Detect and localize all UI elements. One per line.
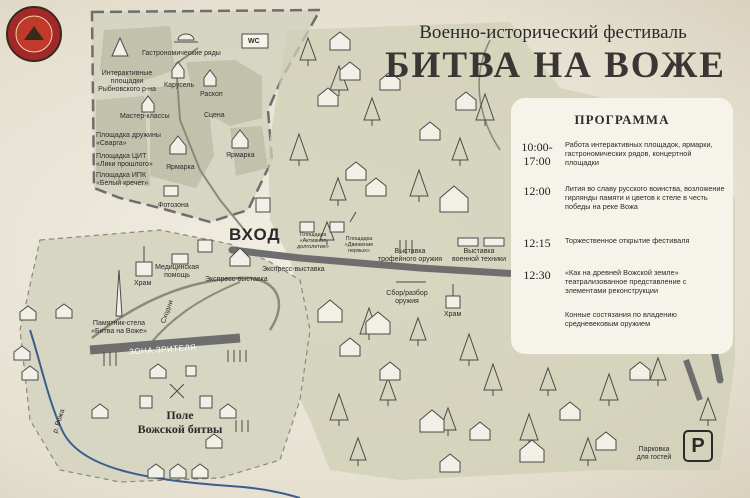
church-icon bbox=[445, 284, 461, 309]
knight-icon bbox=[139, 365, 213, 409]
temple-label: Храм bbox=[134, 280, 152, 287]
active-longevity-label: Площадка «Активное долголетие» bbox=[297, 232, 329, 250]
house-icon bbox=[13, 31, 651, 479]
fence-icon bbox=[103, 350, 249, 432]
druzhina-label: Площадка дружины «Сварга» bbox=[96, 132, 161, 147]
event-time: 10:00- 17:00 bbox=[521, 140, 553, 168]
stele-label: Памятник-стела «Битва на Воже» bbox=[91, 320, 147, 335]
tent-icon bbox=[231, 129, 249, 149]
crossed-swords-icon bbox=[169, 383, 185, 399]
cloche-icon bbox=[174, 33, 198, 43]
trophy-exhibit-label: Выставка трофейного оружия bbox=[377, 248, 443, 263]
fair-label: Ярмарка bbox=[226, 152, 255, 159]
movement-label: Площадка «Движение первых» bbox=[344, 236, 374, 254]
event-time: 12:00 bbox=[523, 184, 551, 198]
weapon-assembly-label: Сбор/разбор оружия bbox=[386, 290, 428, 305]
tent-icon bbox=[111, 36, 129, 57]
festival-title: БИТВА НА ВОЖЕ bbox=[385, 45, 726, 86]
program-heading: ПРОГРАММА bbox=[574, 112, 670, 127]
interactive-label: Интерактивные площадки Рыбновского р-на bbox=[98, 70, 156, 93]
event-description: Конные состязания по владению средневеко… bbox=[565, 310, 677, 328]
event-time: 12:15 bbox=[523, 236, 551, 250]
military-exhibit-label: Выставка военной техники bbox=[451, 248, 507, 263]
medical-label: Медицинская помощь bbox=[155, 264, 199, 279]
festival-logo-icon bbox=[6, 6, 62, 62]
parking-icon: P bbox=[683, 430, 713, 462]
masterclass-label: Мастер-классы bbox=[120, 113, 170, 120]
people-icon bbox=[299, 221, 345, 233]
tent-icon bbox=[229, 247, 251, 267]
parking-label: Парковка для гостей bbox=[636, 446, 672, 461]
tent-icon bbox=[141, 95, 155, 113]
tank-icon bbox=[457, 237, 505, 247]
wc-icon bbox=[241, 33, 269, 49]
express-exhibit-label: Экспресс-выставка bbox=[262, 266, 325, 273]
event-description: Торжественное открытие фестиваля bbox=[565, 236, 690, 245]
ipk-label: Площадка ИПК «Белый кречет» bbox=[96, 172, 149, 187]
battle-field-label: Поле Вожской битвы bbox=[137, 408, 223, 436]
festival-subtitle: Военно-исторический фестиваль bbox=[419, 22, 687, 43]
temple-label: Храм bbox=[444, 311, 462, 318]
gastro-label: Гастрономические ряды bbox=[142, 50, 221, 57]
tent-icon bbox=[171, 61, 185, 79]
photozone-label: Фотозона bbox=[158, 202, 189, 209]
scene-label: Сцена bbox=[204, 112, 225, 119]
flag-icon bbox=[349, 211, 357, 223]
photo-icon bbox=[163, 185, 179, 197]
barrel-icon bbox=[197, 197, 271, 253]
event-time: 12:30 bbox=[523, 268, 551, 282]
ambulance-icon bbox=[171, 253, 189, 265]
carousel-label: Карусель bbox=[164, 82, 195, 89]
church-icon bbox=[135, 246, 153, 277]
event-description: Лития во славу русского воинства, возлож… bbox=[565, 184, 725, 211]
gun-icon bbox=[399, 240, 413, 254]
tent-icon bbox=[203, 69, 217, 87]
raskop-label: Раскоп bbox=[200, 91, 223, 98]
spectator-area bbox=[20, 230, 310, 482]
fair-label: Ярмарка bbox=[166, 164, 195, 171]
program-panel: ПРОГРАММА 10:00- 17:00 Работа интерактив… bbox=[511, 98, 733, 354]
stele-icon bbox=[115, 269, 123, 317]
cit-label: Площадка ЦИТ «Лики прошлого» bbox=[96, 153, 153, 168]
wc-label: WC bbox=[248, 38, 260, 45]
tent-icon bbox=[169, 135, 187, 155]
event-description: «Как на древней Вожской земле» театрализ… bbox=[565, 268, 687, 295]
entrance-label: ВХОД bbox=[229, 225, 281, 244]
event-description: Работа интерактивных площадок, ярмарки, … bbox=[565, 140, 713, 167]
river bbox=[29, 329, 301, 498]
express-exhibit-label: Экспресс-выставка bbox=[205, 276, 268, 283]
